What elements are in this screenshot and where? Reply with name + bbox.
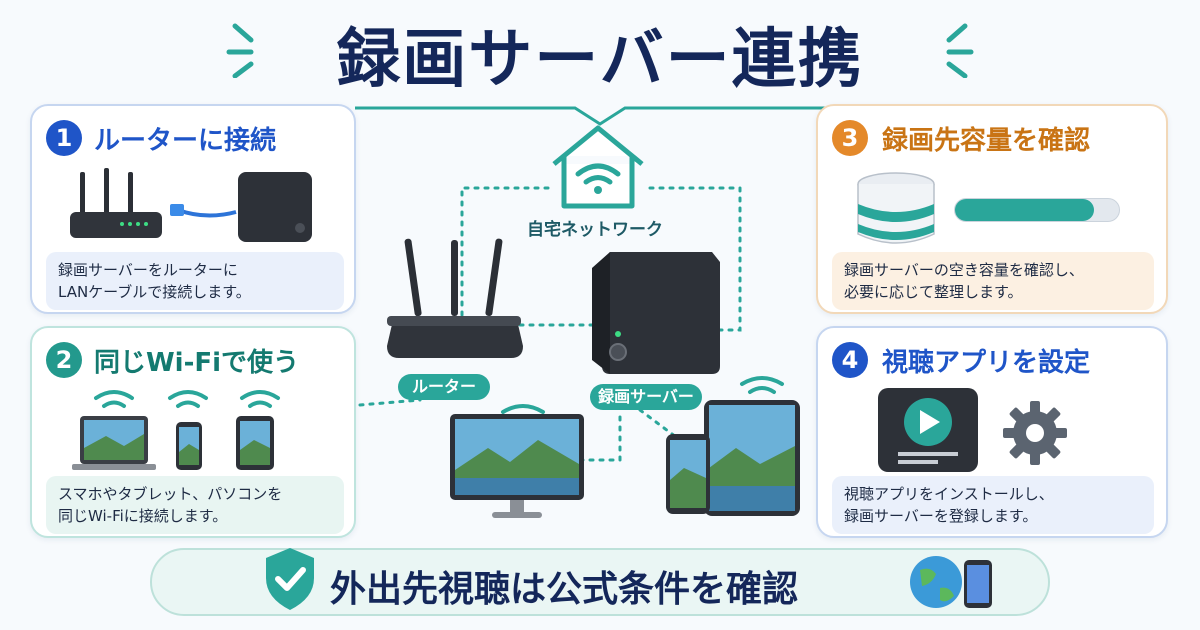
phone-icon <box>176 422 202 470</box>
step-3-number: 3 <box>832 120 868 156</box>
step-2-title: 同じWi-Fiで使う <box>94 348 300 378</box>
step-2-description: スマホやタブレット、パソコンを 同じWi-Fiに接続します。 <box>46 476 344 534</box>
gear-icon <box>1003 401 1067 465</box>
title-underline <box>355 106 845 126</box>
storage-capacity-bar <box>954 198 1120 222</box>
router-cable-illustration <box>70 168 312 242</box>
wifi-icon <box>94 390 280 408</box>
title-sparkle-right <box>946 23 974 78</box>
step-1-description: 録画サーバーをルーターに LANケーブルで接続します。 <box>46 252 344 310</box>
monitor-icon <box>450 404 584 518</box>
house-wifi-icon <box>552 125 644 209</box>
step-2-number: 2 <box>46 342 82 378</box>
step-3-description: 録画サーバーの空き容量を確認し、 必要に応じて整理します。 <box>832 252 1154 310</box>
network-label: 自宅ネットワーク <box>527 220 663 240</box>
step-1-number: 1 <box>46 120 82 156</box>
step-4-title: 視聴アプリを設定 <box>882 348 1091 378</box>
server-icon <box>238 172 312 242</box>
router-label: ルーター <box>398 374 490 400</box>
banner-text: 外出先視聴は公式条件を確認 <box>330 569 799 610</box>
step-4-number: 4 <box>832 342 868 378</box>
laptop-icon <box>72 416 156 470</box>
step-4-description: 視聴アプリをインストールし、 録画サーバーを登録します。 <box>832 476 1154 534</box>
storage-capacity-fill <box>955 199 1095 221</box>
server-label: 録画サーバー <box>590 384 702 410</box>
phone-icon <box>964 560 992 608</box>
shield-check-icon <box>266 548 314 610</box>
tablet-icon <box>666 376 800 516</box>
step-3-title: 録画先容量を確認 <box>882 126 1091 156</box>
globe-icon <box>910 556 992 608</box>
play-icon <box>878 388 978 472</box>
tablet-icon <box>236 416 274 470</box>
router-icon <box>387 238 523 358</box>
devices-illustration <box>72 390 280 470</box>
database-icon <box>857 172 935 244</box>
router-icon <box>70 168 162 238</box>
title-sparkle-left <box>226 23 254 78</box>
server-icon <box>592 252 720 374</box>
step-1-title: ルーターに接続 <box>94 126 277 156</box>
page-title: 録画サーバー連携 <box>336 23 864 97</box>
